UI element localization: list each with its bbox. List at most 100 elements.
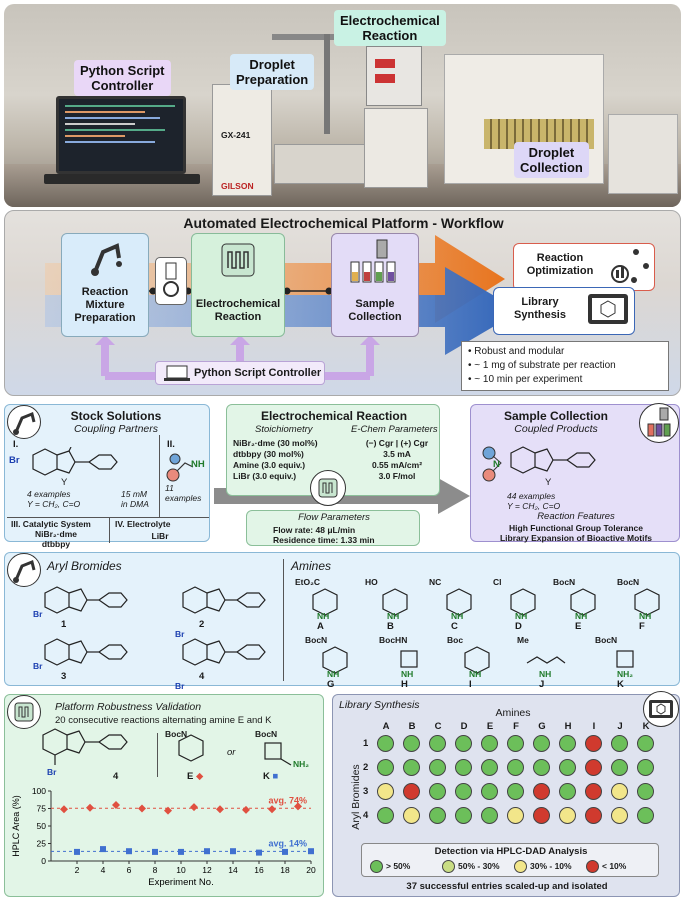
amine-F-label: F: [639, 621, 645, 632]
amine-A-nh: NH: [317, 611, 330, 621]
library-row-1: 1: [363, 738, 369, 749]
optimization-cube-icon: [611, 249, 649, 283]
library-cell-2J: [611, 759, 628, 776]
library-cell-3F: [507, 783, 524, 800]
library-cell-4E: [481, 807, 498, 824]
aryl-bromide-4-structure: [182, 638, 266, 666]
roman-1: I.: [13, 439, 19, 450]
residence-time: Residence time: 1.33 min: [273, 535, 375, 545]
aryl-bromide-3-structure: [44, 638, 128, 666]
library-cell-1C: [429, 735, 446, 752]
library-cell-2F: [507, 759, 524, 776]
library-col-A: A: [382, 721, 390, 732]
library-col-H: H: [564, 721, 572, 732]
amine-e-structure: [178, 734, 204, 762]
library-cell-1I: [585, 735, 602, 752]
library-cell-2H: [559, 759, 576, 776]
point-K-2: [74, 848, 80, 855]
point-E-1: [60, 805, 68, 814]
annotation-K: avg. 14%: [268, 838, 307, 848]
aryl-bromide-1-br: Br: [33, 609, 43, 619]
x-tick-label: 14: [228, 865, 238, 875]
library-col-B: B: [408, 721, 416, 732]
amine-K-substituent: BocN: [595, 635, 618, 645]
catalytic-system-title: III. Catalytic System: [11, 519, 91, 529]
library-row-3: 3: [363, 786, 369, 797]
instrument-badge: GX-241: [221, 130, 251, 140]
sample-title: Sample Collection: [503, 409, 609, 423]
y-tick-label: 25: [37, 839, 47, 849]
amine-F-structure: [634, 588, 660, 616]
y-axis-label: HPLC Area (%): [11, 795, 21, 857]
robustness-panel: Platform Robustness Validation 20 consec…: [4, 694, 324, 897]
y-tick-label: 50: [37, 821, 47, 831]
library-cell-1G: [533, 735, 550, 752]
point-K-16: [256, 849, 262, 856]
bullet-3: • ~ 10 min per experiment: [468, 374, 583, 385]
y-tick-label: 75: [37, 804, 47, 814]
laptop-screen: [56, 96, 186, 174]
divider-vertical-2: [109, 517, 110, 543]
outcome-reaction-optimization: Reaction Optimization: [513, 243, 655, 291]
stock-examples-2: 11 examples: [165, 483, 202, 503]
aryl-bromide-3-br: Br: [33, 661, 43, 671]
amine-C-substituent: NC: [429, 577, 442, 587]
x-tick-label: 4: [101, 865, 106, 875]
library-cell-2K: [637, 759, 654, 776]
x-tick-label: 12: [202, 865, 212, 875]
amine-G-label: G: [327, 679, 335, 690]
stock-concentration: 15 mM in DMA: [121, 489, 149, 509]
legend-swatch-3: [586, 860, 599, 873]
amine-F-substituent: BocN: [617, 577, 640, 587]
library-col-E: E: [486, 721, 494, 732]
label-electrochemical-reaction: Electrochemical Reaction: [334, 10, 446, 46]
amine-G-substituent: BocN: [305, 635, 328, 645]
amines-title: Amines: [291, 559, 332, 573]
amine-A-structure: [312, 588, 338, 616]
library-col-G: G: [538, 721, 546, 732]
amine-D-nh: NH: [515, 611, 528, 621]
stock-solutions-panel: Stock Solutions Coupling Partners I. II.…: [4, 404, 210, 549]
library-cell-4J: [611, 807, 628, 824]
library-cell-2B: [403, 759, 420, 776]
electrolyte-title: IV. Electrolyte: [115, 519, 171, 529]
library-cell-4B: [403, 807, 420, 824]
annotation-E: avg. 74%: [268, 795, 307, 805]
point-E-7: [138, 804, 146, 813]
legend-label-1: 50% - 30%: [458, 861, 500, 871]
amine-H-label: H: [401, 679, 408, 690]
step-collect-label: Sample Collection: [348, 298, 402, 323]
library-row-4: 4: [363, 810, 369, 821]
amine-K-nh: NH₂: [617, 669, 634, 679]
amine-C-structure: [446, 588, 472, 616]
library-legend: Detection via HPLC-DAD Analysis > 50%50%…: [361, 843, 659, 877]
catalytic-system-items: NiBr₂·dme dtbbpy: [34, 529, 78, 549]
aryl-bromide-2-number: 2: [199, 619, 205, 630]
robust-boc-e: BocN: [165, 729, 188, 739]
amine-D-label: D: [515, 621, 522, 632]
library-cell-3E: [481, 783, 498, 800]
library-col-C: C: [434, 721, 442, 732]
legend-label-2: 30% - 10%: [530, 861, 572, 871]
amine-G-nh: NH: [327, 669, 340, 679]
aryl-bromide-2-br: Br: [175, 629, 185, 639]
x-axis-label: Experiment No.: [148, 877, 213, 888]
electrochemical-reaction-panel: Electrochemical Reaction Stoichiometry E…: [226, 404, 440, 496]
point-E-5: [112, 801, 120, 809]
robust-compound-number: 4: [113, 771, 119, 782]
library-cell-3A: [377, 783, 394, 800]
substrates-divider: [283, 559, 284, 681]
brand-label: GILSON: [221, 181, 254, 191]
x-tick-label: 16: [254, 865, 264, 875]
amine-J-nh: NH: [539, 669, 552, 679]
stock-examples-1: 4 examples: [27, 489, 71, 499]
library-cell-4C: [429, 807, 446, 824]
x-tick-label: 20: [306, 865, 316, 875]
point-K-8: [152, 848, 158, 855]
amine-partner-icon: [166, 453, 194, 482]
python-script-controller: Python Script Controller: [155, 361, 325, 385]
lab-photo: GX-241 GILSON Python Script Controller D…: [4, 4, 681, 207]
library-cell-4H: [559, 807, 576, 824]
step-echem-label: Electrochemical Reaction: [195, 298, 281, 323]
